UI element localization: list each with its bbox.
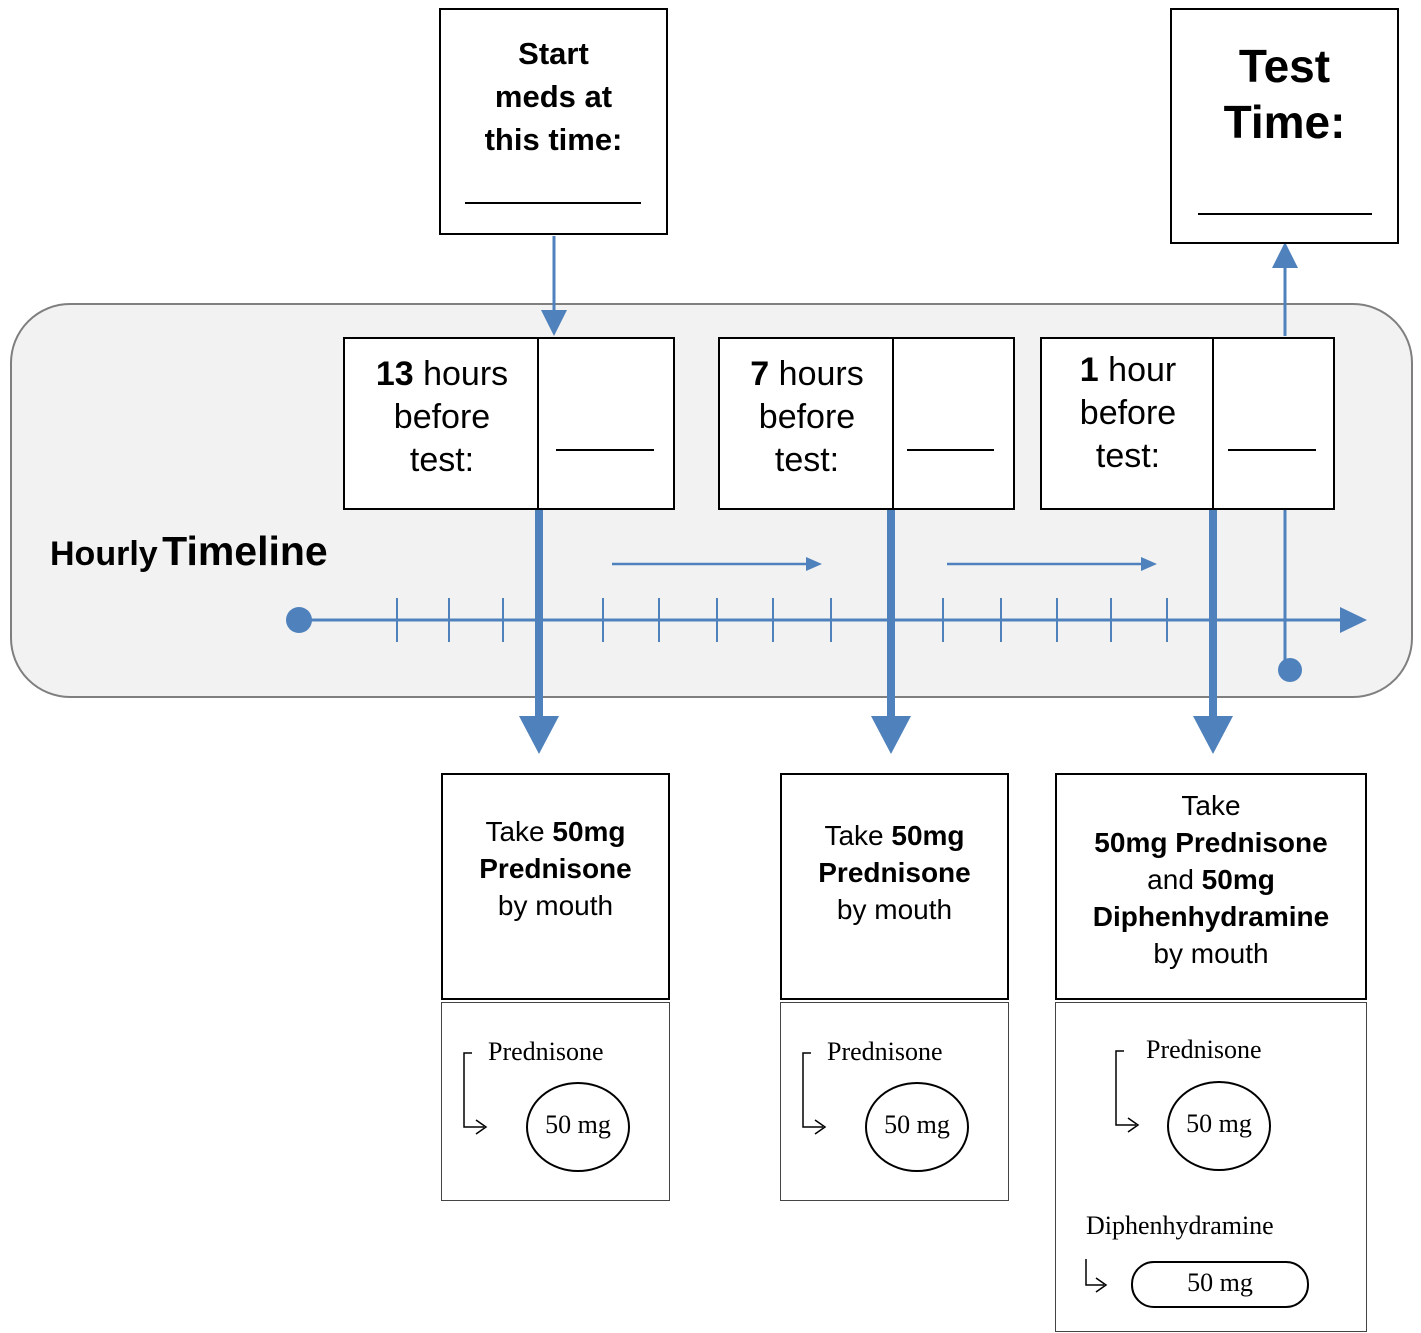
dose-arrow-2 xyxy=(871,510,911,754)
instruction-box-2: Take 50mg Prednisone by mouth xyxy=(780,773,1009,1000)
hour-box-13-unit: hours xyxy=(423,355,509,393)
test-arrow xyxy=(1272,242,1298,336)
instr3-drug2: Diphenhydramine xyxy=(1092,901,1330,932)
pill-box-2-label: Prednisone xyxy=(827,1037,943,1066)
start-time-blank[interactable] xyxy=(465,202,641,204)
pill-box-3-pred-label: Prednisone xyxy=(1146,1035,1262,1064)
instr2-route: by mouth xyxy=(836,894,953,925)
instr2-dose: 50mg xyxy=(891,820,965,851)
hour-box-7-unit: hours xyxy=(778,355,864,393)
test-box-line2: Time: xyxy=(1223,96,1346,148)
instr3-take: Take xyxy=(1181,790,1241,821)
hour-box-7-number: 7 xyxy=(750,355,770,393)
hour-box-7: 7 hours before test: xyxy=(718,337,1015,510)
timeline-title-part2: Timeline xyxy=(162,528,328,574)
pill-box-2: Prednisone 50 mg xyxy=(780,1002,1009,1201)
instr1-drug: Prednisone xyxy=(479,853,632,884)
instr2-take: Take xyxy=(824,820,884,851)
instr3-dose1: 50mg Prednisone xyxy=(1094,827,1328,858)
hour-box-1-number: 1 xyxy=(1079,351,1099,389)
pill-box-2-dose: 50 mg xyxy=(884,1110,950,1139)
start-box-line1: Start xyxy=(518,36,589,71)
hour-box-7-line2: before xyxy=(758,398,856,436)
instr1-dose: 50mg xyxy=(552,816,626,847)
hour-box-13-line3: test: xyxy=(409,441,475,479)
hour-box-1: 1 hour before test: xyxy=(1040,337,1335,510)
pill-box-1-arrow xyxy=(463,1052,630,1172)
instruction-box-1: Take 50mg Prednisone by mouth xyxy=(441,773,670,1000)
pill-box-1-dose: 50 mg xyxy=(545,1110,611,1139)
instr1-take: Take xyxy=(485,816,545,847)
hour-box-1-unit: hour xyxy=(1108,351,1177,389)
hour-box-13: 13 hours before test: xyxy=(343,337,675,510)
timeline-title: Hourly Timeline xyxy=(50,528,328,575)
progress-arrow-2 xyxy=(947,557,1157,571)
start-arrow xyxy=(541,236,567,336)
pill-box-3-diph-dose: 50 mg xyxy=(1187,1268,1253,1297)
pill-box-3-pred-dose: 50 mg xyxy=(1186,1109,1252,1138)
hour-box-1-divider xyxy=(1212,339,1214,508)
instr2-drug: Prednisone xyxy=(818,857,971,888)
test-time-box: Test Time: xyxy=(1170,8,1399,244)
progress-arrow-1 xyxy=(612,557,822,571)
timeline-ticks xyxy=(396,598,1168,642)
pill-box-2-arrow xyxy=(802,1052,969,1172)
instr3-route: by mouth xyxy=(1153,938,1269,969)
test-marker xyxy=(1278,510,1302,682)
pill-box-1: Prednisone 50 mg xyxy=(441,1002,670,1201)
hour-box-1-line2: before xyxy=(1079,394,1177,432)
hour-box-7-blank[interactable] xyxy=(907,449,994,451)
hour-box-13-blank[interactable] xyxy=(556,449,654,451)
timeline-axis xyxy=(286,607,1367,633)
pill-box-3-arrows xyxy=(1085,1050,1309,1308)
hour-box-1-line3: test: xyxy=(1095,437,1161,475)
hour-box-13-number: 13 xyxy=(375,355,414,393)
timeline-title-part1: Hourly xyxy=(50,535,158,573)
instr3-dose2: 50mg xyxy=(1201,864,1275,895)
start-box-line2: meds at xyxy=(494,79,613,114)
dose-arrow-1 xyxy=(519,510,559,754)
hour-box-7-line3: test: xyxy=(774,441,840,479)
hour-box-1-blank[interactable] xyxy=(1228,449,1316,451)
instr1-route: by mouth xyxy=(497,890,614,921)
pill-box-3: Prednisone 50 mg Diphenhydramine 50 mg xyxy=(1055,1002,1367,1332)
test-time-blank[interactable] xyxy=(1198,213,1372,215)
hour-box-13-line2: before xyxy=(393,398,491,436)
start-meds-box: Start meds at this time: xyxy=(439,8,668,235)
hour-box-13-divider xyxy=(537,339,539,508)
dose-arrow-3 xyxy=(1193,510,1233,754)
test-box-line1: Test xyxy=(1238,40,1331,92)
pill-box-1-label: Prednisone xyxy=(488,1037,604,1066)
start-box-line3: this time: xyxy=(484,122,623,157)
hour-box-7-divider xyxy=(892,339,894,508)
instruction-box-3: Take 50mg Prednisone and 50mg Diphenhydr… xyxy=(1055,773,1367,1000)
instr3-and: and xyxy=(1147,864,1194,895)
pill-box-3-diph-label: Diphenhydramine xyxy=(1086,1211,1274,1240)
